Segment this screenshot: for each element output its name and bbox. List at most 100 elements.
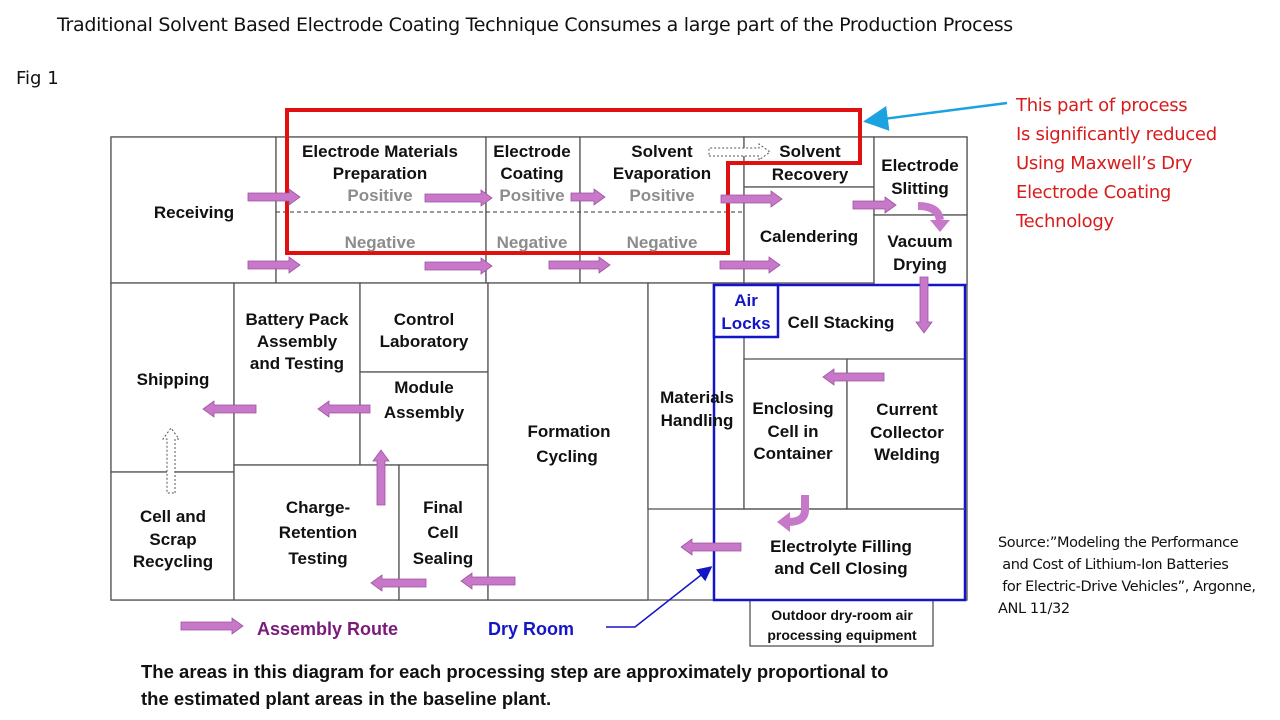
annotation-pointer-arrow	[863, 101, 1008, 131]
label-electrolyte-filling: Electrolyte Filling	[770, 537, 912, 556]
room-current-collector	[846, 358, 966, 510]
label-materials-handling: Materials	[660, 388, 734, 407]
label-module-assembly: Assembly	[384, 403, 465, 422]
label-electrode-slitting: Slitting	[891, 179, 949, 198]
label-solvent-recovery: Recovery	[772, 165, 849, 184]
label-cell-scrap: Scrap	[149, 530, 196, 549]
assembly-route-arrow	[247, 256, 301, 274]
annotation-line: Technology	[1016, 211, 1114, 232]
label-air-locks: Locks	[721, 314, 770, 333]
caption-line: the estimated plant areas in the baselin…	[141, 688, 552, 709]
room-outdoor-equipment	[749, 599, 934, 647]
annotation-line: Is significantly reduced	[1016, 124, 1217, 145]
figure-label: Fig 1	[16, 68, 59, 89]
label-calendering: Calendering	[760, 227, 858, 246]
assembly-route-arrow	[822, 368, 885, 386]
assembly-route-arrow	[680, 538, 742, 556]
label-charge-retention: Retention	[279, 523, 357, 542]
legend-dry-room: Dry Room	[488, 619, 574, 639]
label-outdoor-equipment: Outdoor dry-room air	[771, 607, 913, 623]
label-negative: Negative	[497, 233, 568, 252]
label-vacuum-drying: Vacuum	[887, 232, 952, 251]
label-final-sealing: Final	[423, 498, 463, 517]
room-formation-cycling	[487, 282, 649, 601]
label-cell-scrap: Recycling	[133, 552, 213, 571]
assembly-route-arrow	[720, 190, 783, 208]
label-module-assembly: Module	[394, 378, 454, 397]
label-electrode-coating: Coating	[500, 164, 563, 183]
annotation-line: Electrode Coating	[1016, 182, 1172, 203]
assembly-route-arrow	[180, 617, 244, 635]
room-electrode-materials	[275, 136, 487, 284]
highlight-outline	[285, 108, 862, 255]
label-negative: Negative	[627, 233, 698, 252]
label-enclosing-cell: Container	[753, 444, 833, 463]
label-negative: Negative	[345, 233, 416, 252]
label-solvent-evaporation: Solvent	[631, 142, 693, 161]
assembly-route-arrow	[915, 276, 933, 334]
label-air-locks: Air	[734, 291, 758, 310]
label-electrode-materials: Preparation	[333, 164, 427, 183]
assembly-route-arrow	[317, 400, 371, 418]
label-solvent-evaporation: Evaporation	[613, 164, 711, 183]
label-receiving: Receiving	[154, 203, 234, 222]
assembly-route-curved-arrow	[917, 202, 944, 221]
assembly-route-arrow	[370, 574, 427, 592]
air-locks-box	[712, 283, 780, 339]
label-enclosing-cell: Cell in	[767, 422, 818, 441]
label-solvent-recovery: Solvent	[779, 142, 841, 161]
label-outdoor-equipment: processing equipment	[767, 627, 917, 643]
room-receiving	[110, 136, 277, 284]
assembly-route-arrow	[460, 572, 516, 590]
label-enclosing-cell: Enclosing	[752, 399, 833, 418]
assembly-route-arrowhead	[777, 512, 790, 532]
label-materials-handling: Handling	[661, 411, 734, 430]
label-shipping: Shipping	[137, 370, 210, 389]
label-formation-cycling: Cycling	[536, 447, 597, 466]
label-electrolyte-filling: and Cell Closing	[774, 559, 907, 578]
label-positive: Positive	[347, 186, 412, 205]
label-formation-cycling: Formation	[527, 422, 610, 441]
source-citation: Source:”Modeling the Performance and Cos…	[998, 532, 1256, 620]
room-enclosing-cell	[743, 358, 848, 510]
room-charge-retention	[233, 464, 400, 601]
assembly-route-arrow	[424, 189, 493, 207]
label-battery-pack: and Testing	[250, 354, 344, 373]
label-vacuum-drying: Drying	[893, 255, 947, 274]
annotation-line: This part of process	[1016, 95, 1188, 116]
dry-room-outline	[712, 283, 967, 602]
assembly-route-arrow	[719, 256, 781, 274]
annotation-line: Using Maxwell’s Dry	[1016, 153, 1193, 174]
dry-room-pointer	[606, 566, 713, 628]
diagram-caption: The areas in this diagram for each proce…	[141, 658, 888, 712]
source-line: Source:”Modeling the Performance	[998, 535, 1239, 551]
label-cell-scrap: Cell and	[140, 507, 206, 526]
source-line: for Electric-Drive Vehicles”, Argonne,	[998, 579, 1256, 595]
label-current-collector: Welding	[874, 445, 940, 464]
room-battery-pack	[233, 282, 361, 466]
label-final-sealing: Sealing	[413, 549, 473, 568]
assembly-route-curved-arrow	[787, 495, 809, 526]
label-charge-retention: Testing	[288, 549, 347, 568]
assembly-route-arrow	[372, 449, 390, 506]
assembly-route-arrow	[202, 400, 257, 418]
label-electrode-materials: Electrode Materials	[302, 142, 458, 161]
label-battery-pack: Assembly	[257, 332, 338, 351]
label-current-collector: Current	[876, 400, 938, 419]
label-battery-pack: Battery Pack	[245, 310, 349, 329]
caption-line: The areas in this diagram for each proce…	[141, 661, 889, 682]
label-control-lab: Control	[394, 310, 454, 329]
assembly-route-arrow	[570, 188, 606, 206]
source-line: ANL 11/32	[998, 601, 1070, 617]
room-vacuum-drying	[873, 214, 968, 286]
label-cell-stacking: Cell Stacking	[788, 313, 895, 332]
assembly-route-arrow	[548, 256, 611, 274]
assembly-route-arrowhead	[930, 220, 950, 232]
room-solvent-evaporation	[579, 136, 745, 284]
recycle-route-arrow	[708, 143, 771, 161]
source-line: and Cost of Lithium-Ion Batteries	[998, 557, 1229, 573]
label-electrode-slitting: Electrode	[881, 156, 958, 175]
label-current-collector: Collector	[870, 423, 944, 442]
label-positive: Positive	[499, 186, 564, 205]
label-positive: Positive	[629, 186, 694, 205]
